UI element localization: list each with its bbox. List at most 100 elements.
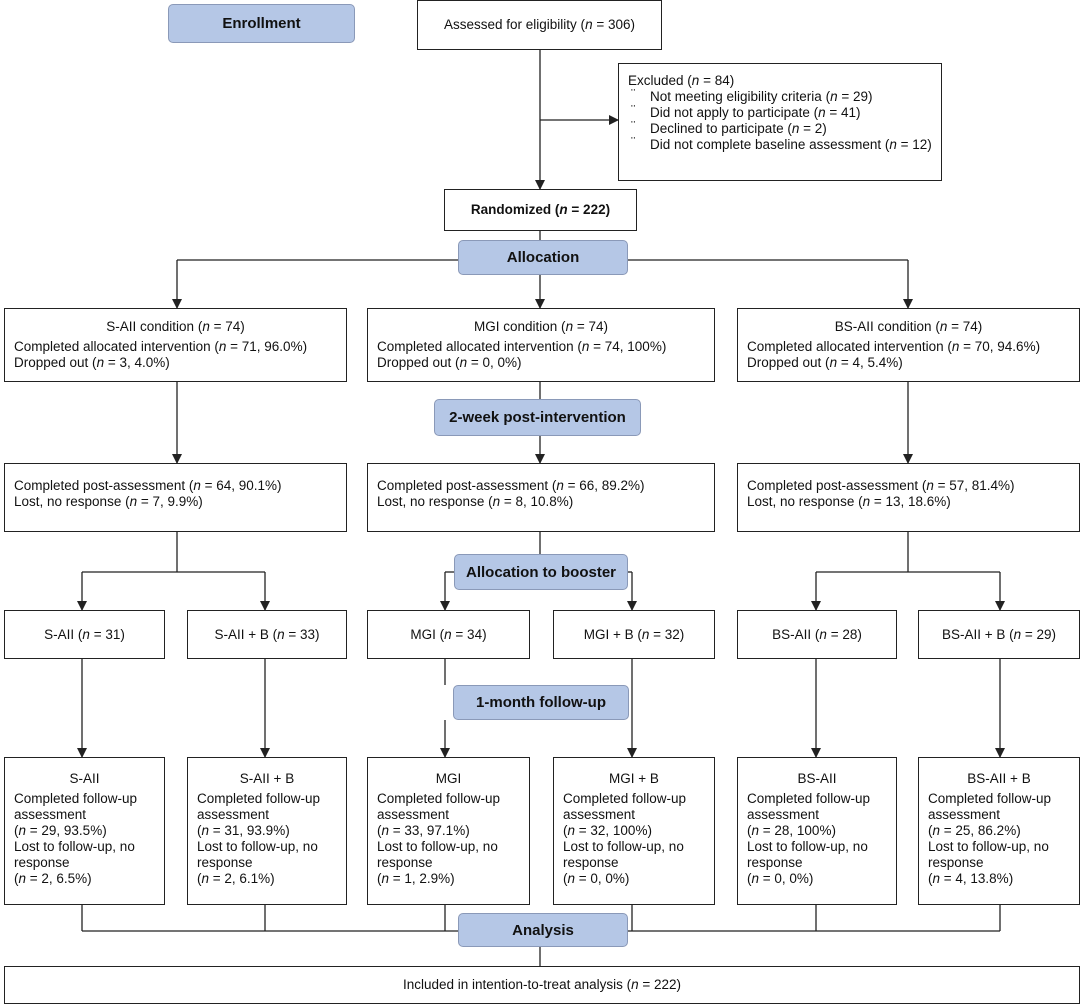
- stage-allocation: Allocation: [458, 240, 628, 275]
- followup-line: response: [563, 855, 619, 870]
- followup-line: Completed follow-up: [14, 791, 138, 806]
- followup-line: (n = 0, 0%): [747, 871, 814, 886]
- excluded-title: Excluded (n = 84): [628, 73, 735, 88]
- followup-title: S-AII + B: [239, 771, 295, 786]
- followup-line: (n = 33, 97.1%): [377, 823, 470, 838]
- stage-post-intervention: 2-week post-intervention: [434, 399, 641, 436]
- post-lost: Lost, no response (n = 13, 18.6%): [747, 494, 951, 509]
- followup-line: response: [14, 855, 70, 870]
- followup-line: assessment: [14, 807, 87, 822]
- group-box-bs-aii-b: BS-AII + B (n = 29): [918, 610, 1080, 659]
- followup-box-bs-aii: BS-AII Completed follow-up assessment (n…: [737, 757, 897, 905]
- condition-box-mgi: MGI condition (n = 74) Completed allocat…: [367, 308, 715, 382]
- followup-line: (n = 31, 93.9%): [197, 823, 290, 838]
- randomized-box: Randomized (n = 222): [444, 189, 637, 231]
- followup-title: MGI + B: [609, 771, 659, 786]
- group-label: MGI (n = 34): [410, 626, 487, 642]
- post-lost: Lost, no response (n = 7, 9.9%): [14, 494, 203, 509]
- post-box-bs-aii: Completed post-assessment (n = 57, 81.4%…: [737, 463, 1080, 532]
- stage-allocation-to-booster: Allocation to booster: [454, 554, 628, 590]
- condition-dropped: Dropped out (n = 3, 4.0%): [14, 355, 170, 370]
- assessed-box: Assessed for eligibility (n = 306): [417, 0, 662, 50]
- followup-title: BS-AII + B: [967, 771, 1031, 786]
- followup-line: Lost to follow-up, no: [14, 839, 135, 854]
- post-box-s-aii: Completed post-assessment (n = 64, 90.1%…: [4, 463, 347, 532]
- post-lost: Lost, no response (n = 8, 10.8%): [377, 494, 574, 509]
- randomized-text: Randomized (n = 222): [470, 202, 611, 217]
- group-box-bs-aii: BS-AII (n = 28): [737, 610, 897, 659]
- followup-line: Lost to follow-up, no: [197, 839, 318, 854]
- followup-line: Lost to follow-up, no: [747, 839, 868, 854]
- followup-line: response: [928, 855, 984, 870]
- followup-box-bs-aii-b: BS-AII + B Completed follow-up assessmen…: [918, 757, 1080, 905]
- condition-title: MGI condition (n = 74): [474, 319, 608, 334]
- group-box-mgi: MGI (n = 34): [367, 610, 530, 659]
- followup-title: MGI: [435, 771, 462, 786]
- condition-box-bs-aii: BS-AII condition (n = 74) Completed allo…: [737, 308, 1080, 382]
- followup-line: (n = 2, 6.5%): [14, 871, 92, 886]
- itt-text: Included in intention-to-treat analysis …: [402, 977, 682, 992]
- followup-line: Completed follow-up: [197, 791, 321, 806]
- excluded-item: Did not apply to participate (n = 41): [628, 103, 932, 121]
- condition-box-s-aii: S-AII condition (n = 74) Completed alloc…: [4, 308, 347, 382]
- condition-title: BS-AII condition (n = 74): [834, 319, 983, 334]
- condition-dropped: Dropped out (n = 0, 0%): [377, 355, 522, 370]
- followup-line: assessment: [928, 807, 1001, 822]
- group-label: BS-AII + B (n = 29): [941, 626, 1057, 642]
- stage-analysis: Analysis: [458, 913, 628, 947]
- followup-line: Completed follow-up: [928, 791, 1052, 806]
- followup-line: response: [197, 855, 253, 870]
- group-label: S-AII (n = 31): [44, 626, 125, 642]
- followup-line: (n = 1, 2.9%): [377, 871, 455, 886]
- followup-line: (n = 29, 93.5%): [14, 823, 107, 838]
- followup-line: Lost to follow-up, no: [377, 839, 498, 854]
- followup-box-s-aii-b: S-AII + B Completed follow-up assessment…: [187, 757, 347, 905]
- followup-line: assessment: [197, 807, 270, 822]
- followup-line: (n = 32, 100%): [563, 823, 652, 838]
- followup-line: Completed follow-up: [377, 791, 501, 806]
- followup-line: (n = 25, 86.2%): [928, 823, 1021, 838]
- followup-line: Lost to follow-up, no: [563, 839, 684, 854]
- group-label: S-AII + B (n = 33): [214, 626, 320, 642]
- followup-line: (n = 28, 100%): [747, 823, 836, 838]
- excluded-item: Declined to participate (n = 2): [628, 119, 932, 137]
- condition-completed: Completed allocated intervention (n = 71…: [14, 339, 308, 354]
- followup-box-s-aii: S-AII Completed follow-up assessment (n …: [4, 757, 165, 905]
- followup-line: assessment: [563, 807, 636, 822]
- followup-box-mgi: MGI Completed follow-up assessment (n = …: [367, 757, 530, 905]
- group-label: MGI + B (n = 32): [583, 626, 685, 642]
- group-box-mgi-b: MGI + B (n = 32): [553, 610, 715, 659]
- followup-title: BS-AII: [797, 771, 837, 786]
- followup-line: Completed follow-up: [563, 791, 687, 806]
- followup-line: response: [377, 855, 433, 870]
- stage-follow-up: 1-month follow-up: [453, 685, 629, 720]
- excluded-item: Did not complete baseline assessment (n …: [628, 135, 932, 153]
- post-completed: Completed post-assessment (n = 64, 90.1%…: [14, 478, 282, 493]
- followup-title: S-AII: [69, 771, 100, 786]
- condition-completed: Completed allocated intervention (n = 74…: [377, 339, 667, 354]
- group-box-s-aii-b: S-AII + B (n = 33): [187, 610, 347, 659]
- followup-line: response: [747, 855, 803, 870]
- itt-analysis-box: Included in intention-to-treat analysis …: [4, 966, 1080, 1004]
- excluded-item: Not meeting eligibility criteria (n = 29…: [628, 87, 932, 105]
- post-box-mgi: Completed post-assessment (n = 66, 89.2%…: [367, 463, 715, 532]
- condition-title: S-AII condition (n = 74): [106, 319, 245, 334]
- followup-line: assessment: [747, 807, 820, 822]
- followup-box-mgi-b: MGI + B Completed follow-up assessment (…: [553, 757, 715, 905]
- condition-completed: Completed allocated intervention (n = 70…: [747, 339, 1041, 354]
- followup-line: (n = 2, 6.1%): [197, 871, 275, 886]
- followup-line: Lost to follow-up, no: [928, 839, 1049, 854]
- stage-enrollment: Enrollment: [168, 4, 355, 43]
- post-completed: Completed post-assessment (n = 57, 81.4%…: [747, 478, 1015, 493]
- followup-line: Completed follow-up: [747, 791, 871, 806]
- condition-dropped: Dropped out (n = 4, 5.4%): [747, 355, 903, 370]
- followup-line: (n = 4, 13.8%): [928, 871, 1014, 886]
- excluded-box: Excluded (n = 84) Not meeting eligibilit…: [618, 63, 942, 181]
- followup-line: (n = 0, 0%): [563, 871, 630, 886]
- group-box-s-aii: S-AII (n = 31): [4, 610, 165, 659]
- post-completed: Completed post-assessment (n = 66, 89.2%…: [377, 478, 645, 493]
- group-label: BS-AII (n = 28): [772, 626, 862, 642]
- followup-line: assessment: [377, 807, 450, 822]
- assessed-text: Assessed for eligibility (n = 306): [444, 17, 635, 32]
